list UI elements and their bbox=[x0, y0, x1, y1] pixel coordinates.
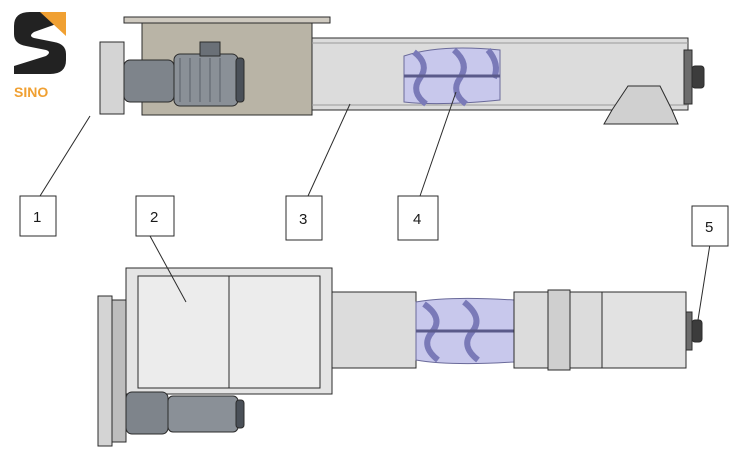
svg-text:1: 1 bbox=[33, 209, 41, 226]
logo-text: SINO bbox=[14, 84, 48, 100]
svg-text:2: 2 bbox=[150, 209, 158, 226]
plan-screw-flight-cutaway bbox=[415, 297, 515, 365]
motor-body bbox=[173, 53, 239, 107]
plan-gearbox bbox=[125, 391, 169, 435]
callout-4: 4 bbox=[397, 195, 439, 241]
sino-logo: SINO bbox=[12, 10, 70, 100]
svg-text:5: 5 bbox=[705, 219, 713, 236]
screw-flight-cutaway bbox=[403, 47, 501, 107]
discharge-outlet bbox=[603, 85, 679, 125]
motor-fan-cover bbox=[235, 57, 245, 103]
motor-terminal-box bbox=[199, 41, 221, 57]
callout-2: 2 bbox=[135, 195, 175, 237]
plan-drive-plate bbox=[97, 295, 113, 447]
callout-3: 3 bbox=[285, 195, 323, 241]
side-view bbox=[99, 16, 705, 125]
svg-text:4: 4 bbox=[413, 211, 421, 228]
callout-1: 1 bbox=[19, 195, 57, 237]
drive-plate bbox=[99, 41, 125, 115]
plan-view bbox=[97, 267, 703, 447]
logo-s-mark bbox=[14, 12, 66, 74]
plan-end-flange bbox=[685, 311, 693, 351]
plan-motor-fan-cover bbox=[235, 399, 245, 429]
plan-motor-body bbox=[167, 395, 239, 433]
inlet-flange bbox=[123, 16, 331, 24]
gearbox bbox=[123, 59, 175, 103]
logo-accent bbox=[40, 12, 66, 36]
end-bearing bbox=[691, 65, 705, 89]
leader-lines bbox=[39, 91, 711, 321]
plan-discharge bbox=[601, 291, 687, 369]
plan-end-bearing bbox=[691, 319, 703, 343]
end-flange bbox=[683, 49, 693, 105]
plan-tube-inlet-section bbox=[331, 291, 417, 369]
callout-5: 5 bbox=[691, 205, 729, 247]
svg-text:3: 3 bbox=[299, 211, 307, 228]
